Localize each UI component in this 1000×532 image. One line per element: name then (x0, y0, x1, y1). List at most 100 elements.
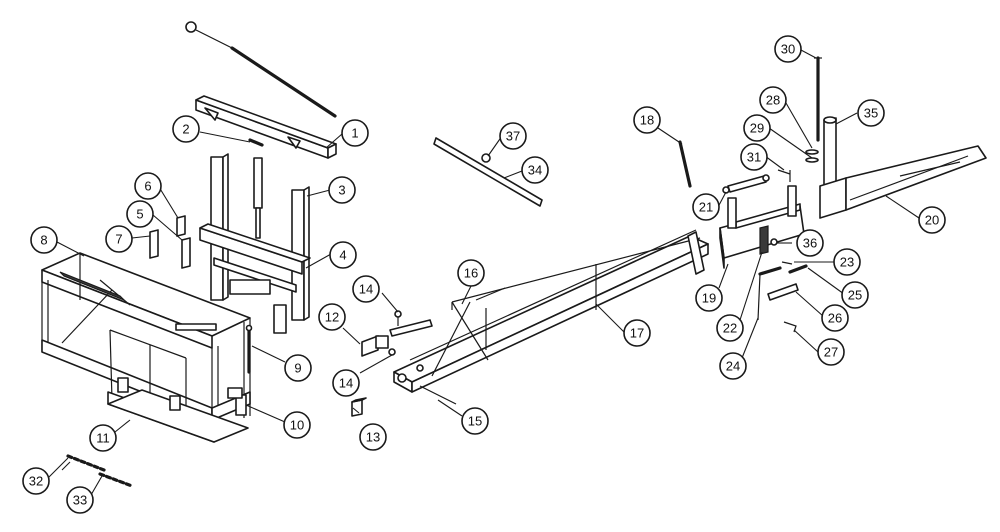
callout-label: 24 (726, 359, 740, 374)
callout-label: 11 (96, 431, 110, 446)
callout-label: 19 (702, 291, 716, 306)
callout-label: 2 (182, 122, 189, 137)
callout-35: 35 (857, 99, 885, 127)
callout-21: 21 (692, 193, 720, 221)
block-part-13 (351, 397, 367, 417)
callout-label: 7 (115, 232, 122, 247)
pin-part-31 (777, 169, 791, 182)
callout-label: 15 (468, 414, 482, 429)
callout-label: 33 (73, 493, 87, 508)
callout-label: 16 (464, 266, 478, 281)
callout-37: 37 (499, 122, 527, 150)
callout-34: 34 (521, 156, 549, 184)
callout-31: 31 (740, 143, 768, 171)
callout-24: 24 (719, 352, 747, 380)
callout-label: 5 (136, 207, 143, 222)
callout-label: 17 (630, 326, 644, 341)
callout-19: 19 (695, 284, 723, 312)
callout-2: 2 (172, 115, 200, 143)
callout-label: 36 (803, 236, 817, 251)
callout-label: 23 (840, 255, 854, 270)
callout-label: 9 (294, 361, 301, 376)
callout-13: 13 (359, 423, 387, 451)
callout-label: 20 (925, 213, 939, 228)
callout-20: 20 (918, 206, 946, 234)
long-boom (393, 229, 709, 405)
pin-part-23 (781, 261, 793, 265)
callout-label: 25 (848, 288, 862, 303)
plate-part-5 (181, 237, 191, 269)
callout-label: 32 (29, 474, 43, 489)
callout-27: 27 (817, 338, 845, 366)
callout-8: 8 (30, 226, 58, 254)
plate-part-7 (149, 229, 159, 259)
bracket-assembly (719, 174, 805, 269)
callout-label: 27 (824, 345, 838, 360)
callout-9: 9 (284, 354, 312, 382)
callout-7: 7 (105, 225, 133, 253)
callout-label: 12 (325, 310, 339, 325)
plate-part-6 (176, 215, 186, 237)
bolt-part-32 (66, 454, 106, 472)
leader-lines (47, 49, 920, 496)
mast-frame (199, 153, 311, 334)
callout-label: 6 (144, 179, 151, 194)
callout-12: 12 (318, 303, 346, 331)
callout-label: 14 (339, 376, 353, 391)
callout-label: 30 (781, 42, 795, 57)
callout-29: 29 (743, 114, 771, 142)
callout-11: 11 (89, 424, 117, 452)
callout-36: 36 (796, 229, 824, 257)
callout-3: 3 (328, 176, 356, 204)
rod-part-18 (678, 140, 692, 188)
callout-label: 28 (766, 93, 780, 108)
small-cylinder-assembly (361, 310, 433, 357)
callout-label: 37 (506, 129, 520, 144)
callout-18: 18 (633, 106, 661, 134)
callout-22: 22 (716, 314, 744, 342)
callout-15: 15 (461, 407, 489, 435)
callout-30: 30 (774, 35, 802, 63)
callout-4: 4 (329, 241, 357, 269)
callout-14-lower: 14 (332, 369, 360, 397)
callout-17: 17 (623, 319, 651, 347)
callout-label: 1 (351, 126, 358, 141)
callout-26: 26 (821, 304, 849, 332)
callout-10: 10 (283, 411, 311, 439)
callout-label: 10 (290, 418, 304, 433)
callout-label: 14 (359, 282, 373, 297)
outer-boom (819, 145, 987, 219)
callout-label: 26 (828, 311, 842, 326)
callout-32: 32 (22, 467, 50, 495)
callout-label: 18 (640, 113, 654, 128)
callout-16: 16 (457, 259, 485, 287)
callout-label: 22 (723, 321, 737, 336)
top-cross-beam (195, 95, 337, 159)
callout-label: 35 (864, 106, 878, 121)
callout-label: 13 (366, 430, 380, 445)
upright-post (805, 56, 837, 187)
bolt-part-33 (98, 472, 134, 488)
callout-5: 5 (126, 200, 154, 228)
callout-label: 31 (747, 150, 761, 165)
callout-1: 1 (341, 119, 369, 147)
pin-part-25 (788, 264, 808, 274)
pin-part-2 (248, 138, 264, 147)
callout-label: 3 (338, 183, 345, 198)
callout-6: 6 (134, 172, 162, 200)
rod-with-ball (185, 21, 337, 118)
callout-23: 23 (833, 248, 861, 276)
callout-14-upper: 14 (352, 275, 380, 303)
bottom-plate (107, 377, 249, 443)
mast-cylinder (253, 157, 263, 239)
pin-part-24 (757, 266, 782, 321)
callout-label: 29 (750, 121, 764, 136)
pin-part-26 (767, 283, 799, 301)
callout-label: 21 (699, 200, 713, 215)
callout-33: 33 (66, 486, 94, 514)
callout-label: 34 (528, 163, 542, 178)
callout-label: 4 (339, 248, 346, 263)
callout-28: 28 (759, 86, 787, 114)
pin-part-9 (245, 324, 253, 374)
